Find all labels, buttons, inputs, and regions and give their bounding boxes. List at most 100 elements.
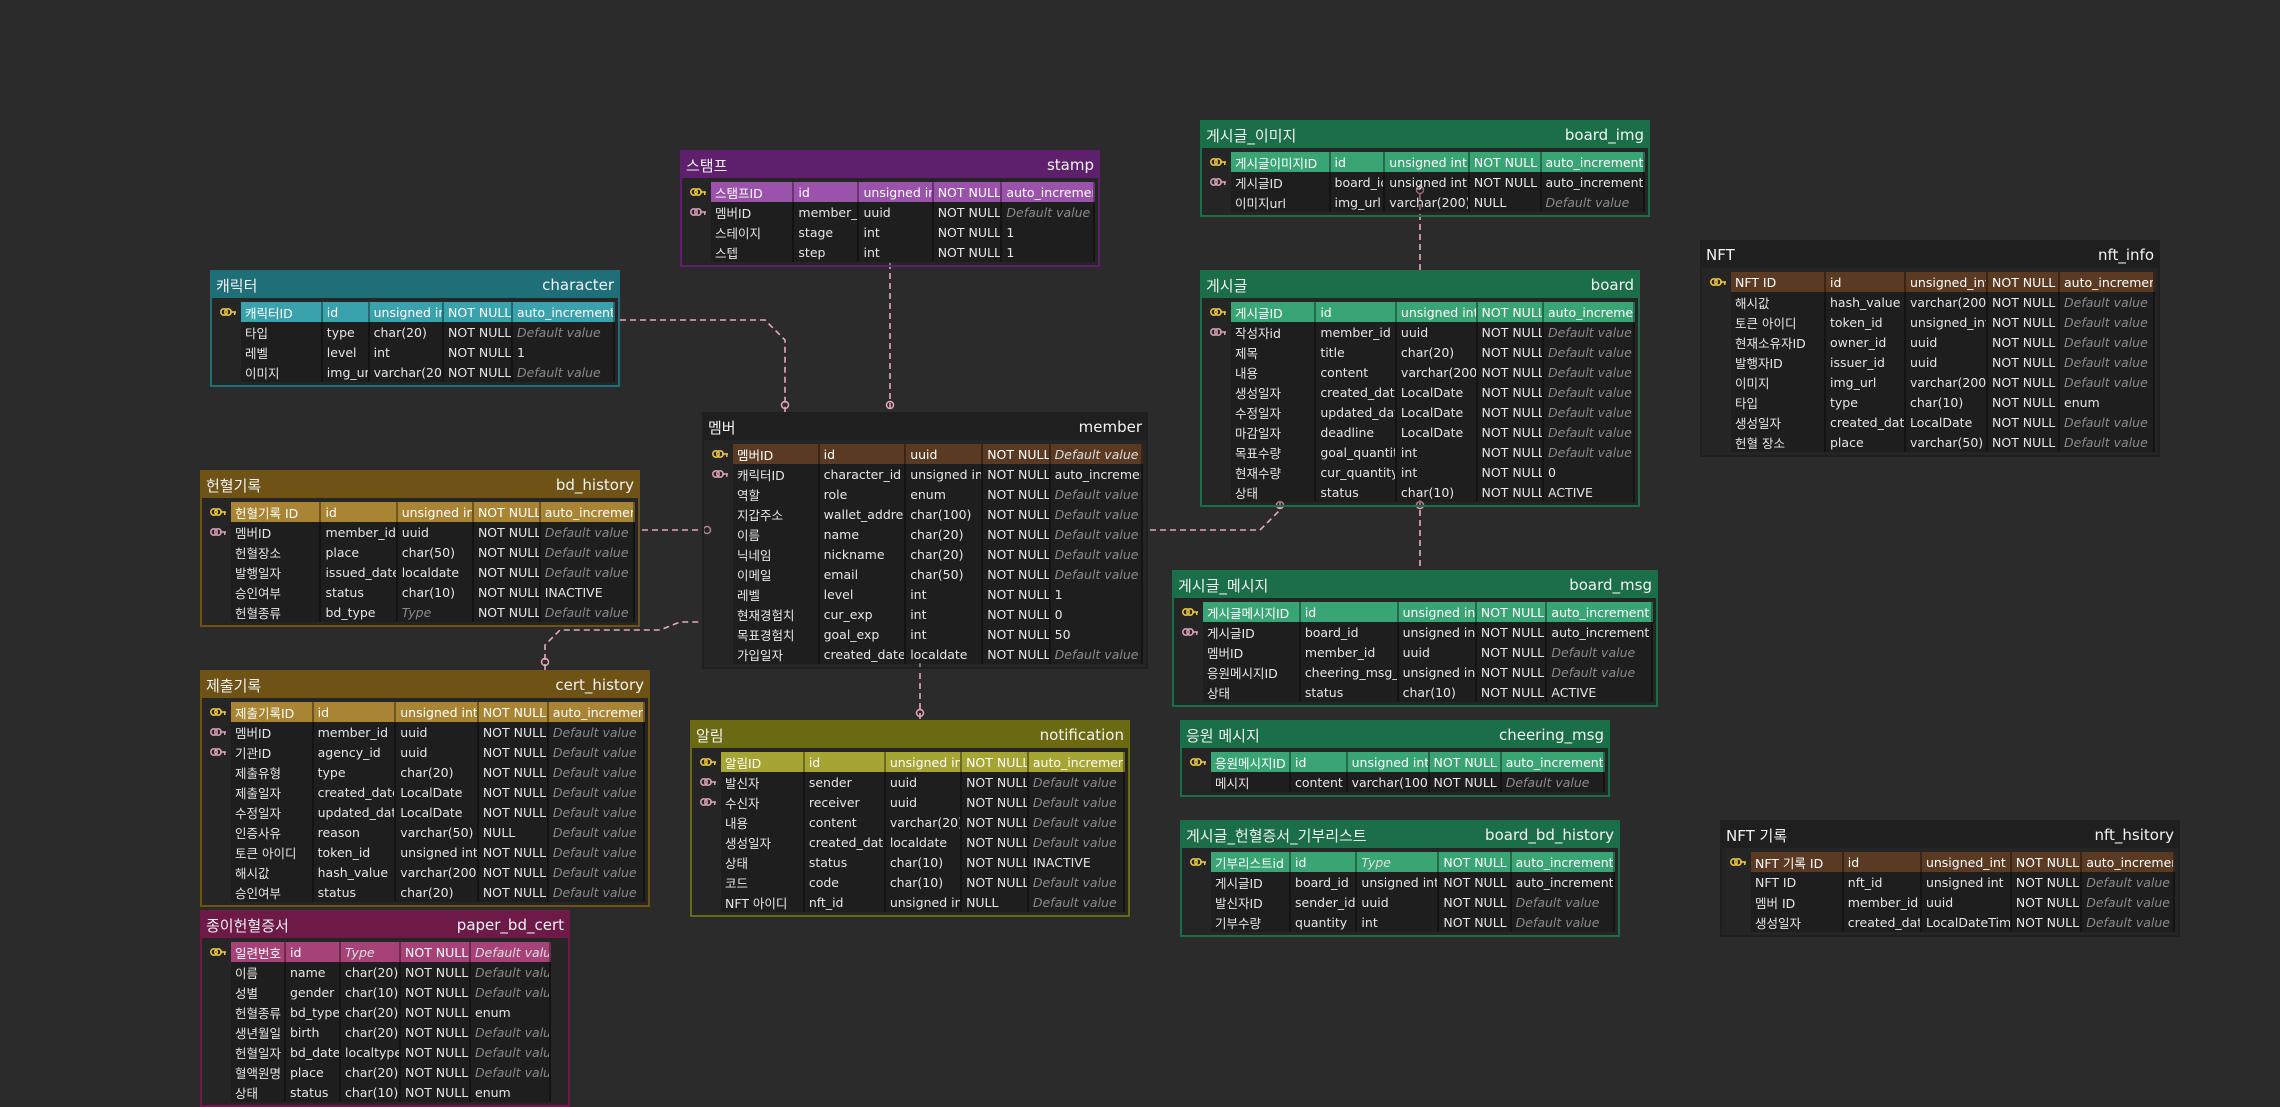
table-row[interactable]: 현재경험치cur_expintNOT NULL0 xyxy=(707,604,1143,624)
table-row[interactable]: 게시글IDboard_idunsigned intNOT NULLauto_in… xyxy=(1185,872,1615,892)
table-nft-hsitory[interactable]: NFT 기록nft_hsitoryNFT 기록 IDidunsigned_int… xyxy=(1720,820,2180,937)
table-row[interactable]: 가입일자created_datelocaldateNOT NULLDefault… xyxy=(707,644,1143,664)
table-board[interactable]: 게시글board게시글IDidunsigned intNOT NULLauto_… xyxy=(1200,270,1640,507)
table-row[interactable]: 알림IDidunsigned intNOT NULLauto_increment xyxy=(695,752,1125,772)
table-row[interactable]: 생성일자created_datelocaldateNOT NULLDefault… xyxy=(695,832,1125,852)
table-row[interactable]: 헌혈기록 IDidunsigned intNOT NULLauto_increm… xyxy=(205,502,635,522)
table-row[interactable]: 기관IDagency_iduuidNOT NULLDefault value xyxy=(205,742,645,762)
table-row[interactable]: 닉네임nicknamechar(20)NOT NULLDefault value xyxy=(707,544,1143,564)
table-row[interactable]: NFT IDidunsigned_intNOT NULLauto_increme… xyxy=(1705,272,2155,292)
table-row[interactable]: 역할roleenumNOT NULLDefault value xyxy=(707,484,1143,504)
table-row[interactable]: 기부수량quantityintNOT NULLDefault value xyxy=(1185,912,1615,932)
table-row[interactable]: 목표수량goal_quantityintNOT NULLDefault valu… xyxy=(1205,442,1635,462)
table-row[interactable]: 코드codechar(10)NOT NULLDefault value xyxy=(695,872,1125,892)
table-row[interactable]: 멤버IDmember_iduuidNOT NULLDefault value xyxy=(205,722,645,742)
table-row[interactable]: 제목titlechar(20)NOT NULLDefault value xyxy=(1205,342,1635,362)
table-row[interactable]: 캐릭터IDcharacter_idunsigned intNOT NULLaut… xyxy=(707,464,1143,484)
table-row[interactable]: 이미지urlimg_urlvarchar(200)NULLDefault val… xyxy=(1205,192,1645,212)
table-row[interactable]: 이름namechar(20)NOT NULLDefault value xyxy=(205,962,565,982)
table-row[interactable]: 헌혈종류bd_typechar(20)NOT NULLenum xyxy=(205,1002,565,1022)
table-row[interactable]: 스텝stepintNOT NULL1 xyxy=(685,242,1095,262)
table-row[interactable]: 생성일자created_dateLocalDateTimeNOT NULLDef… xyxy=(1725,912,2175,932)
table-header[interactable]: 종이헌혈증서paper_bd_cert xyxy=(202,912,568,938)
table-board-msg[interactable]: 게시글_메시지board_msg 게시글메시지IDidunsigned intNO… xyxy=(1172,570,1658,707)
table-row[interactable]: 스탬프IDidunsigned intNOT NULLauto_incremen… xyxy=(685,182,1095,202)
table-row[interactable]: 성별genderchar(10)NOT NULLDefault value xyxy=(205,982,565,1002)
table-character[interactable]: 캐릭터character 캐릭터IDidunsigned intNOT NULLa… xyxy=(210,270,620,387)
table-row[interactable]: 캐릭터IDidunsigned intNOT NULLauto_incremen… xyxy=(215,302,615,322)
table-cheering-msg[interactable]: 응원 메시지cheering_msg 응원메시지IDidunsigned intN… xyxy=(1180,720,1610,797)
table-row[interactable]: NFT 아이디nft_idunsigned intNULLDefault val… xyxy=(695,892,1125,912)
table-row[interactable]: 수정일자updated_dateLocalDateNOT NULLDefault… xyxy=(205,802,645,822)
table-row[interactable]: 일련번호idTypeNOT NULLDefault value xyxy=(205,942,565,962)
table-row[interactable]: 현재수량cur_quantityintNOT NULL0 xyxy=(1205,462,1635,482)
table-header[interactable]: 게시글_메시지board_msg xyxy=(1174,572,1656,598)
table-nft-info[interactable]: NFTnft_infoNFT IDidunsigned_intNOT NULLa… xyxy=(1700,240,2160,457)
table-member[interactable]: 멤버member멤버IDiduuidNOT NULLDefault value캐… xyxy=(702,412,1148,669)
table-row[interactable]: 타입typechar(10)NOT NULLenum xyxy=(1705,392,2155,412)
table-header[interactable]: 제출기록cert_history xyxy=(202,672,648,698)
table-row[interactable]: 토큰 아이디token_idunsigned intNOT NULLDefaul… xyxy=(205,842,645,862)
table-row[interactable]: 이메일emailchar(50)NOT NULLDefault value xyxy=(707,564,1143,584)
table-row[interactable]: 제출기록IDidunsigned intNOT NULLauto_increme… xyxy=(205,702,645,722)
table-row[interactable]: 목표경험치goal_expintNOT NULL50 xyxy=(707,624,1143,644)
table-row[interactable]: 수신자receiveruuidNOT NULLDefault value xyxy=(695,792,1125,812)
table-row[interactable]: 지갑주소wallet_addresschar(100)NOT NULLDefau… xyxy=(707,504,1143,524)
table-row[interactable]: 헌혈장소placechar(50)NOT NULLDefault value xyxy=(205,542,635,562)
table-row[interactable]: 게시글IDidunsigned intNOT NULLauto_incremen… xyxy=(1205,302,1635,322)
table-row[interactable]: 해시값hash_valuevarchar(200)NOT NULLDefault… xyxy=(205,862,645,882)
table-row[interactable]: 게시글메시지IDidunsigned intNOT NULLauto_incre… xyxy=(1177,602,1654,622)
table-row[interactable]: 게시글IDboard_idunsigned intNOT NULLauto_in… xyxy=(1205,172,1645,192)
table-row[interactable]: 이미지img_urlvarchar(200)NOT NULLDefault va… xyxy=(215,362,615,382)
table-row[interactable]: 내용contentvarchar(200)NOT NULLDefault val… xyxy=(1205,362,1635,382)
table-row[interactable]: 발신자senderuuidNOT NULLDefault value xyxy=(695,772,1125,792)
table-row[interactable]: 레벨levelintNOT NULL1 xyxy=(215,342,615,362)
table-cert-history[interactable]: 제출기록cert_history 제출기록IDidunsigned intNOT … xyxy=(200,670,650,907)
table-row[interactable]: 발행자IDissuer_iduuidNOT NULLDefault value xyxy=(1705,352,2155,372)
table-row[interactable]: 인증사유reasonvarchar(50)NULLDefault value xyxy=(205,822,645,842)
table-board-bd-history[interactable]: 게시글_헌혈증서_기부리스트board_bd_history 기부리스트ididT… xyxy=(1180,820,1620,937)
table-row[interactable]: 멤버IDmember_iduuidNOT NULLDefault value xyxy=(1177,642,1654,662)
table-row[interactable]: 멤버 IDmember_iduuidNOT NULLDefault value xyxy=(1725,892,2175,912)
table-row[interactable]: 응원메시지IDcheering_msg_idunsigned intNOT NU… xyxy=(1177,662,1654,682)
table-row[interactable]: 헌혈일자bd_datelocaltypeNOT NULLDefault valu… xyxy=(205,1042,565,1062)
table-row[interactable]: 상태statuschar(10)NOT NULLACTIVE xyxy=(1177,682,1654,702)
table-row[interactable]: 토큰 아이디token_idunsigned_intNOT NULLDefaul… xyxy=(1705,312,2155,332)
table-header[interactable]: NFTnft_info xyxy=(1702,242,2158,268)
table-notification[interactable]: 알림notification 알림IDidunsigned intNOT NULL… xyxy=(690,720,1130,917)
table-stamp[interactable]: 스탬프stamp 스탬프IDidunsigned intNOT NULLauto_… xyxy=(680,150,1100,267)
table-row[interactable]: 헌혈 장소placevarchar(50)NOT NULLDefault val… xyxy=(1705,432,2155,452)
table-row[interactable]: 수정일자updated_dateLocalDateNOT NULLDefault… xyxy=(1205,402,1635,422)
table-row[interactable]: 제출유형typechar(20)NOT NULLDefault value xyxy=(205,762,645,782)
table-header[interactable]: 알림notification xyxy=(692,722,1128,748)
table-row[interactable]: 생년월일birthchar(20)NOT NULLDefault value xyxy=(205,1022,565,1042)
table-bd-history[interactable]: 헌혈기록bd_history헌혈기록 IDidunsigned intNOT N… xyxy=(200,470,640,627)
table-header[interactable]: 멤버member xyxy=(704,414,1146,440)
table-row[interactable]: 마감일자deadlineLocalDateNOT NULLDefault val… xyxy=(1205,422,1635,442)
table-row[interactable]: 현재소유자IDowner_iduuidNOT NULLDefault value xyxy=(1705,332,2155,352)
table-paper-bd-cert[interactable]: 종이헌혈증서paper_bd_cert 일련번호idTypeNOT NULLDef… xyxy=(200,910,570,1107)
table-header[interactable]: 캐릭터character xyxy=(212,272,618,298)
table-header[interactable]: 응원 메시지cheering_msg xyxy=(1182,722,1608,748)
table-row[interactable]: 승인여부statuschar(10)NOT NULLINACTIVE xyxy=(205,582,635,602)
table-row[interactable]: 생성일자created_dateLocalDateNOT NULLDefault… xyxy=(1205,382,1635,402)
table-header[interactable]: NFT 기록nft_hsitory xyxy=(1722,822,2178,848)
table-row[interactable]: 게시글이미지IDidunsigned intNOT NULLauto_incre… xyxy=(1205,152,1645,172)
table-row[interactable]: 승인여부statuschar(20)NOT NULLDefault value xyxy=(205,882,645,902)
table-row[interactable]: 멤버IDmember_iduuidNOT NULLDefault value xyxy=(685,202,1095,222)
table-header[interactable]: 게시글_헌혈증서_기부리스트board_bd_history xyxy=(1182,822,1618,848)
table-row[interactable]: 발행일자issued_datelocaldateNOT NULLDefault … xyxy=(205,562,635,582)
table-row[interactable]: 내용contentvarchar(20)NOT NULLDefault valu… xyxy=(695,812,1125,832)
table-row[interactable]: 레벨levelintNOT NULL1 xyxy=(707,584,1143,604)
table-row[interactable]: 작성자idmember_iduuidNOT NULLDefault value xyxy=(1205,322,1635,342)
table-row[interactable]: 응원메시지IDidunsigned intNOT NULLauto_increm… xyxy=(1185,752,1605,772)
table-header[interactable]: 스탬프stamp xyxy=(682,152,1098,178)
table-row[interactable]: 기부리스트ididTypeNOT NULLauto_increment xyxy=(1185,852,1615,872)
table-row[interactable]: 상태statuschar(10)NOT NULLACTIVE xyxy=(1205,482,1635,502)
table-row[interactable]: 해시값hash_valuevarchar(200)NOT NULLDefault… xyxy=(1705,292,2155,312)
table-row[interactable]: 생성일자created_dateLocalDateNOT NULLDefault… xyxy=(1705,412,2155,432)
table-row[interactable]: 멤버IDmember_iduuidNOT NULLDefault value xyxy=(205,522,635,542)
table-row[interactable]: 메시지contentvarchar(100)NOT NULLDefault va… xyxy=(1185,772,1605,792)
table-row[interactable]: 헌혈종류bd_typeTypeNOT NULLDefault value xyxy=(205,602,635,622)
table-row[interactable]: 상태statuschar(10)NOT NULLINACTIVE xyxy=(695,852,1125,872)
